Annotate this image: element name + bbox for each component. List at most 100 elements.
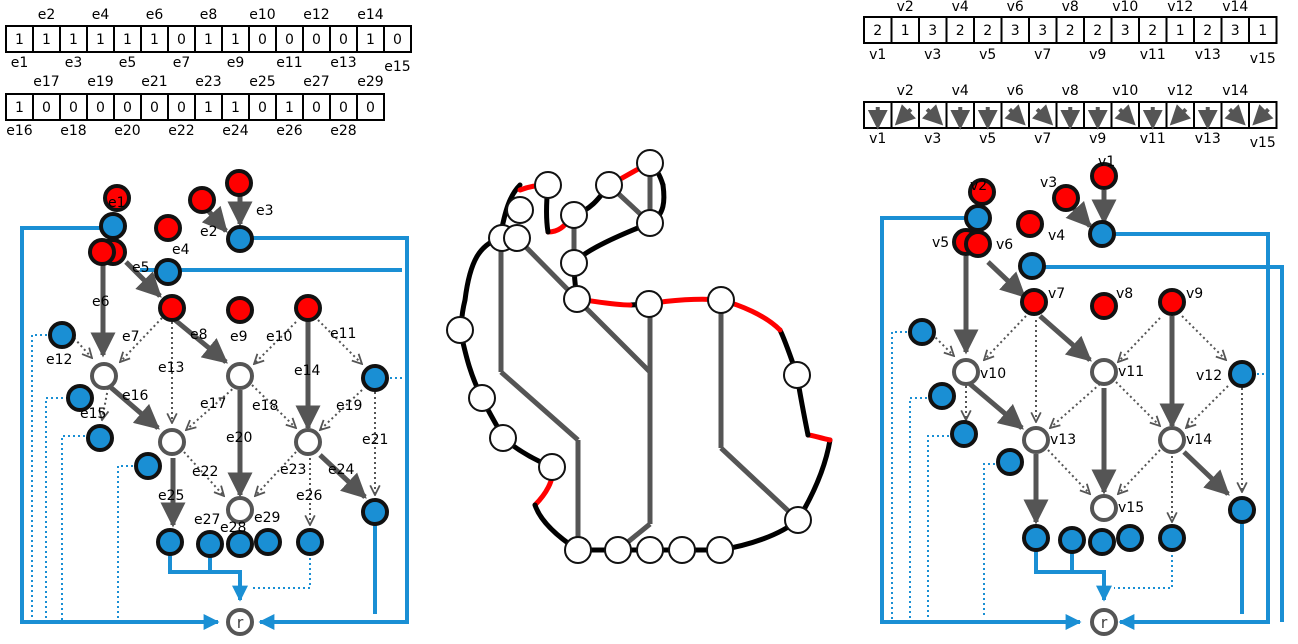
edge-bit-value: 0 [177,100,186,116]
edge-bit-value: 0 [69,100,78,116]
left-hollow-node [226,496,254,524]
left-blue-node [66,384,94,412]
edge-label-e9: e9 [230,329,248,345]
vertex-label-v2: v2 [970,178,987,194]
edge-bit-cell [59,25,88,53]
edge-bit-value: 0 [258,32,267,48]
right-red-node [1090,162,1118,190]
edge-label-e8: e8 [190,327,208,343]
boundary-node [635,290,663,318]
edge-bit-value: 0 [123,100,132,116]
edge-bit-top-label: e23 [195,74,221,90]
edge-bit-bottom-label: e20 [114,123,140,139]
right-hollow-node [1022,426,1050,454]
boundary-node [446,316,474,344]
vertex-arrow-top-label: v10 [1112,83,1138,99]
vertex-value-top-label: v8 [1062,0,1079,15]
left-hollow-nodes [90,362,322,524]
vertex-label-v5: v5 [932,235,949,251]
vertex-arrow-direction-arrow [1252,104,1274,126]
right-root-node [1090,608,1118,636]
vertex-value-top-label: v6 [1007,0,1024,15]
edge-bit-top-label: e12 [303,7,329,23]
vertex-value-bottom-label: v3 [924,47,941,63]
edge-bit-cell [140,93,169,121]
left-blue-node [134,452,162,480]
vertex-label-v12: v12 [1196,368,1222,384]
vertex-arrow-direction-arrow [1224,104,1246,126]
edge-bit-value: 0 [150,100,159,116]
edge-label-e27: e27 [194,512,220,528]
left-hollow-node [294,428,322,456]
right-dotted-edges [931,315,1242,522]
boundary-node [636,149,664,177]
left-red-node [225,169,253,197]
edge-bit-value: 1 [285,100,294,116]
boundary-node [668,536,696,564]
vertex-label-v7: v7 [1048,286,1065,302]
vertex-value-value: 2 [956,23,965,39]
vertex-arrow-direction-arrow [894,104,916,126]
edge-label-e16: e16 [122,388,149,404]
vertex-arrow-bottom-label: v13 [1195,131,1221,147]
edge-bit-value: 1 [96,32,105,48]
edge-bit-value: 1 [204,100,213,116]
edge-bit-cell [221,25,250,53]
edge-label-e11: e11 [330,326,356,342]
vertex-label-v4: v4 [1048,228,1065,244]
right-blue-node [964,204,992,232]
vertex-value-cell [890,16,920,44]
edge-bit-top-label: e29 [357,74,383,90]
left-hollow-node [90,362,118,390]
boundary-node [489,424,517,452]
vertex-label-v1: v1 [1098,154,1115,170]
edge-bit-value: 1 [231,32,240,48]
edge-bit-value: 1 [123,32,132,48]
vertex-arrow-bottom-label: v3 [924,131,941,147]
vertex-arrow-bottom-label: v15 [1250,135,1276,151]
left-blue-frame [20,226,409,630]
edge-bit-bottom-label: e18 [60,123,86,139]
left-blue-node [226,225,254,253]
vertex-arrow-top-label: v6 [1007,83,1024,99]
vertex-value-value: 1 [1176,23,1185,39]
right-red-node [1020,288,1048,316]
vertex-value-cell [1000,16,1030,44]
edge-label-e25: e25 [158,488,184,504]
vertex-arrow-bottom-label: v5 [979,131,996,147]
edge-bit-value: 0 [177,32,186,48]
left-red-node [226,296,254,324]
right-red-node [968,178,996,206]
right-hollow-node [1158,426,1186,454]
edge-bit-value: 1 [204,32,213,48]
edge-label-e2: e2 [200,224,218,240]
right-blue-node [1022,524,1050,552]
edge-bit-cell [248,25,277,53]
edge-label-e26: e26 [296,488,323,504]
edge-bit-value: 0 [285,32,294,48]
left-red-node [154,214,182,242]
right-blue-node [1088,220,1116,248]
edge-bit-value: 0 [312,100,321,116]
vertex-arrow-direction-arrow [1169,104,1191,126]
right-hollow-node [1090,494,1118,522]
left-blue-node [196,530,224,558]
left-red-node [294,294,322,322]
right-red-node [1052,184,1080,212]
right-nodes [908,162,1256,556]
boundary-node [503,224,531,252]
boundary-node [783,361,811,389]
edge-label-e4: e4 [172,242,190,258]
left-solid-edges [90,193,367,528]
edge-label-e22: e22 [192,464,218,480]
edge-label-e24: e24 [328,462,355,478]
edge-bit-top-label: e8 [200,7,218,23]
boundary-node [560,201,588,229]
vertex-value-top-label: v14 [1222,0,1248,15]
left-blue-node [99,212,127,240]
left-blue-node [48,321,76,349]
